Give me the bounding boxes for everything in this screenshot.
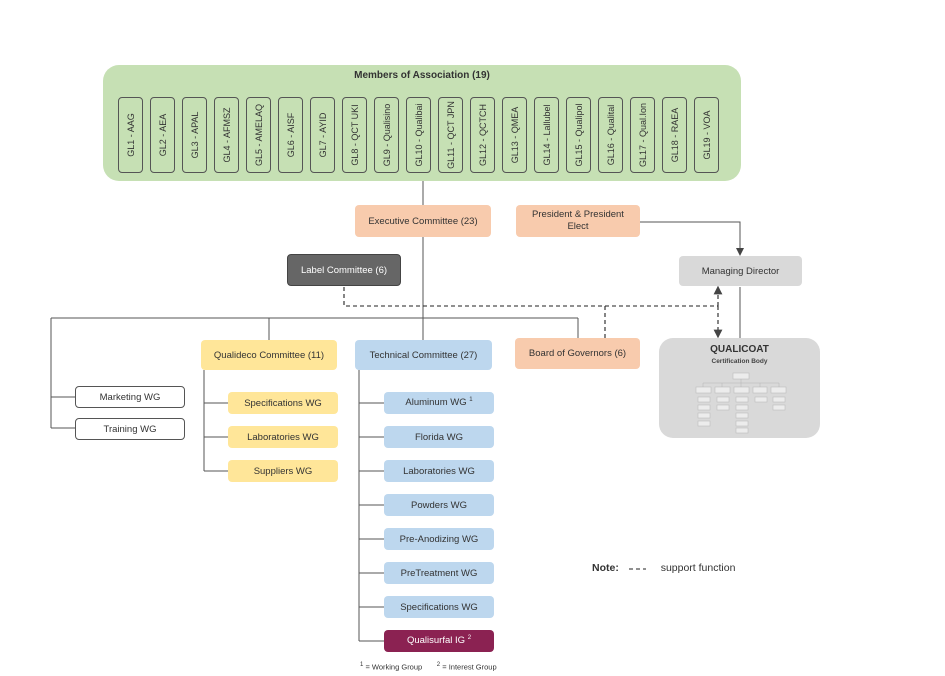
technical-aluminum-wg[interactable]: Aluminum WG 1 <box>384 392 494 414</box>
member-gl13[interactable]: GL13 - QMEA <box>502 97 527 173</box>
qualideco-specifications-wg[interactable]: Specifications WG <box>228 392 338 414</box>
qualideco-committee-label: Qualideco Committee (11) <box>213 349 325 361</box>
member-gl7[interactable]: GL7 - AYID <box>310 97 335 173</box>
executive-committee-box[interactable]: Executive Committee (23) <box>355 205 491 237</box>
member-gl10[interactable]: GL10 - Qualibai <box>406 97 431 173</box>
legend-note: Note: support function <box>592 562 735 574</box>
member-label: GL15 - Qualipol <box>573 103 584 167</box>
qualicoat-title: QUALICOAT <box>710 344 769 355</box>
managing-director-label: Managing Director <box>701 265 780 277</box>
qualisurfal-label: Qualisurfal IG 2 <box>406 635 472 647</box>
member-label: GL5 - AMELAQ <box>253 103 264 167</box>
qualideco-wg-label: Suppliers WG <box>253 465 313 477</box>
member-label: GL14 - Lallubel <box>541 104 552 166</box>
technical-laboratories-wg[interactable]: Laboratories WG <box>384 460 494 482</box>
qualisurfal-ig-box[interactable]: Qualisurfal IG 2 <box>384 630 494 652</box>
marketing-wg-box[interactable]: Marketing WG <box>75 386 185 408</box>
member-gl19[interactable]: GL19 - VOA <box>694 97 719 173</box>
member-gl15[interactable]: GL15 - Qualipol <box>566 97 591 173</box>
member-gl12[interactable]: GL12 - QCTCH <box>470 97 495 173</box>
member-gl3[interactable]: GL3 - APAL <box>182 97 207 173</box>
note-label: Note: <box>592 562 619 574</box>
member-label: GL11 - QCT JPN <box>445 101 456 169</box>
technical-wg-label: Specifications WG <box>400 601 478 613</box>
member-gl16[interactable]: GL16 - Qualital <box>598 97 623 173</box>
member-gl18[interactable]: GL18 - RAEA <box>662 97 687 173</box>
qualicoat-subtitle: Certification Body <box>711 358 768 365</box>
footnote-interest-group: = Interest Group <box>442 662 497 672</box>
technical-powders-wg[interactable]: Powders WG <box>384 494 494 516</box>
label-committee-label: Label Committee (6) <box>300 264 388 276</box>
managing-director-box[interactable]: Managing Director <box>679 256 802 286</box>
technical-wg-label: PreTreatment WG <box>400 567 478 579</box>
note-text: support function <box>660 562 736 574</box>
qualideco-wg-label: Specifications WG <box>244 397 322 409</box>
technical-specifications-wg[interactable]: Specifications WG <box>384 596 494 618</box>
member-label: GL8 - QCT UKI <box>349 104 360 166</box>
member-label: GL13 - QMEA <box>509 106 520 164</box>
qualideco-suppliers-wg[interactable]: Suppliers WG <box>228 460 338 482</box>
member-gl14[interactable]: GL14 - Lallubel <box>534 97 559 173</box>
technical-committee-label: Technical Committee (27) <box>369 349 478 361</box>
board-of-governors-label: Board of Governors (6) <box>528 348 627 359</box>
member-gl4[interactable]: GL4 - AFMSZ <box>214 97 239 173</box>
qualideco-laboratories-wg[interactable]: Laboratories WG <box>228 426 338 448</box>
president-label: President & President Elect <box>532 208 624 232</box>
member-label: GL18 - RAEA <box>669 107 680 163</box>
member-gl1[interactable]: GL1 - AAG <box>118 97 143 173</box>
qualideco-wg-label: Laboratories WG <box>247 431 319 443</box>
member-label: GL7 - AYID <box>317 112 328 158</box>
member-label: GL16 - Qualital <box>605 104 616 166</box>
training-wg-label: Training WG <box>103 423 157 435</box>
technical-florida-wg[interactable]: Florida WG <box>384 426 494 448</box>
technical-wg-label: Pre-Anodizing WG <box>399 533 479 545</box>
member-label: GL9 - Qualisino <box>381 103 392 167</box>
technical-pretreatment-wg[interactable]: PreTreatment WG <box>384 562 494 584</box>
member-gl8[interactable]: GL8 - QCT UKI <box>342 97 367 173</box>
board-of-governors-box[interactable]: Board of Governors (6) <box>515 338 640 369</box>
member-label: GL12 - QCTCH <box>477 103 488 167</box>
member-label: GL6 - AISF <box>285 112 296 158</box>
member-gl5[interactable]: GL5 - AMELAQ <box>246 97 271 173</box>
marketing-wg-label: Marketing WG <box>99 391 161 403</box>
executive-committee-label: Executive Committee (23) <box>368 215 478 227</box>
technical-wg-label: Powders WG <box>411 499 467 511</box>
member-label: GL2 - AEA <box>157 113 168 157</box>
member-label: GL17 - Qual.Ion <box>637 102 648 168</box>
footnotes: 1 = Working Group 2 = Interest Group <box>360 662 497 672</box>
members-title: Members of Association (19) <box>354 70 490 81</box>
technical-wg-label: Aluminum WG 1 <box>405 397 473 409</box>
label-committee-box[interactable]: Label Committee (6) <box>287 254 401 286</box>
technical-wg-label: Florida WG <box>414 431 464 443</box>
member-gl6[interactable]: GL6 - AISF <box>278 97 303 173</box>
member-label: GL19 - VOA <box>701 110 712 160</box>
member-gl9[interactable]: GL9 - Qualisino <box>374 97 399 173</box>
footnote-working-group: = Working Group <box>365 662 423 672</box>
training-wg-box[interactable]: Training WG <box>75 418 185 440</box>
member-gl17[interactable]: GL17 - Qual.Ion <box>630 97 655 173</box>
mini-org-chart-graphic <box>695 372 787 434</box>
member-gl11[interactable]: GL11 - QCT JPN <box>438 97 463 173</box>
member-label: GL3 - APAL <box>189 111 200 159</box>
member-list: GL1 - AAG GL2 - AEA GL3 - APAL GL4 - AFMSZ G… <box>118 97 730 173</box>
member-label: GL4 - AFMSZ <box>221 107 232 163</box>
member-label: GL1 - AAG <box>125 113 136 157</box>
member-gl2[interactable]: GL2 - AEA <box>150 97 175 173</box>
technical-committee-box[interactable]: Technical Committee (27) <box>355 340 492 370</box>
member-label: GL10 - Qualibai <box>413 103 424 167</box>
qualideco-committee-box[interactable]: Qualideco Committee (11) <box>201 340 337 370</box>
technical-pre-anodizing-wg[interactable]: Pre-Anodizing WG <box>384 528 494 550</box>
president-box[interactable]: President & President Elect <box>516 205 640 237</box>
technical-wg-label: Laboratories WG <box>403 465 475 477</box>
